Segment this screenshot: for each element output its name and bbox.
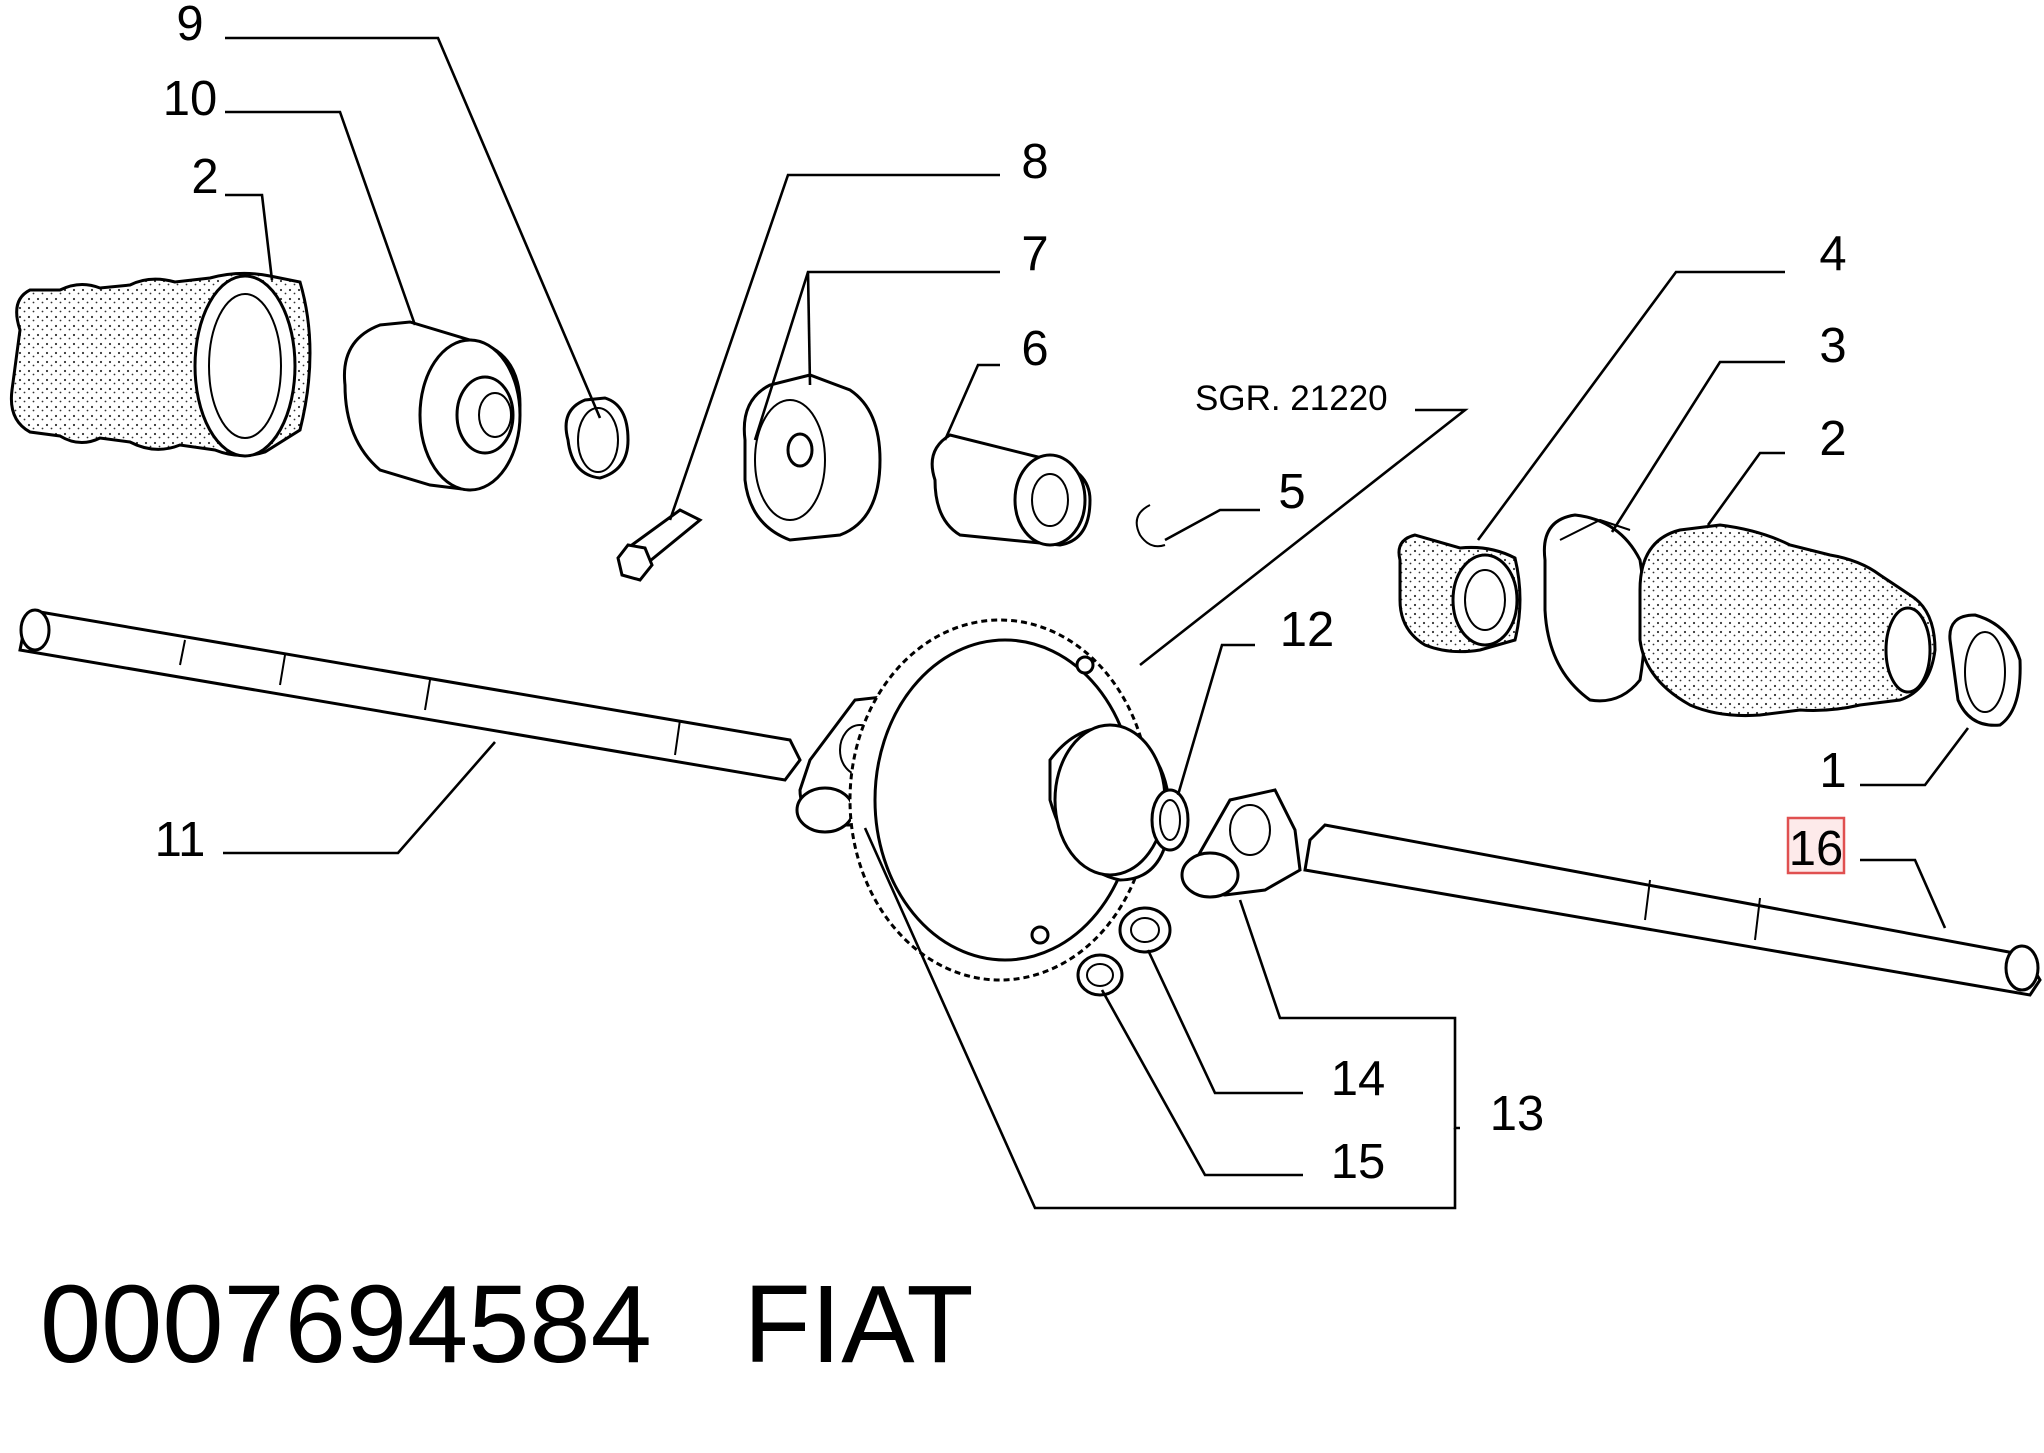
callout-6: 6: [1021, 322, 1048, 376]
footer-caption: 0007694584 FIAT: [40, 1270, 974, 1380]
leader-16: [1860, 858, 1947, 929]
leader-11: [223, 741, 496, 855]
leader-4: [1476, 270, 1785, 541]
left-axle-shaft-part: [18, 608, 802, 782]
clip-part: [564, 396, 630, 480]
callout-15: 15: [1331, 1135, 1386, 1189]
callout-1: 1: [1819, 744, 1846, 798]
crown-gear-part: [848, 618, 1172, 982]
callout-12: 12: [1280, 603, 1335, 657]
leader-lines: [223, 36, 1970, 1210]
right-differential-gear-part: [1180, 788, 1302, 899]
leader-10: [225, 110, 417, 326]
left-boot-part: [9, 271, 312, 458]
snap-ring-part: [1135, 504, 1166, 548]
leader-14: [1146, 949, 1303, 1095]
leader-13b: [863, 827, 1457, 1210]
leader-13: [1238, 899, 1460, 1130]
callout-9: 9: [176, 0, 203, 51]
leader-6: [943, 363, 1000, 441]
ring-15-part: [1076, 953, 1124, 997]
leader-9: [225, 36, 602, 419]
leader-sgr: [1139, 408, 1469, 667]
ring-14-part: [1118, 906, 1172, 954]
bearing-part: [742, 373, 882, 542]
right-small-boot-part: [1397, 533, 1522, 654]
callout-16: 16: [1789, 822, 1844, 876]
bushing-part: [930, 433, 1092, 547]
leader-2a: [225, 193, 274, 281]
callout-5: 5: [1278, 465, 1305, 519]
clamp-band-part: [1542, 513, 1647, 703]
callout-4: 4: [1819, 227, 1846, 281]
leader-3: [1610, 360, 1785, 533]
brand-name: FIAT: [743, 1263, 974, 1386]
leader-7b: [806, 271, 812, 386]
callout-13: 13: [1490, 1087, 1545, 1141]
leader-2b: [1706, 451, 1785, 526]
leader-1: [1860, 727, 1970, 787]
part-number: 0007694584: [40, 1263, 652, 1386]
leader-8: [668, 173, 1000, 521]
callout-3: 3: [1819, 319, 1846, 373]
right-axle-shaft-part: [1303, 823, 2042, 997]
leader-12: [1176, 643, 1255, 796]
callout-10: 10: [163, 72, 218, 126]
callout-8: 8: [1021, 135, 1048, 189]
highlight-box-16: [1786, 816, 1846, 875]
leader-5: [1164, 508, 1260, 542]
right-large-boot-part: [1638, 523, 1937, 718]
callout-labels: 9 10 2 8 7 6 SGR. 21220 5 4 3 2 12 1 16 …: [155, 0, 1847, 1189]
bolt-part: [616, 508, 703, 582]
leader-15: [1100, 989, 1303, 1177]
callout-11: 11: [155, 813, 206, 867]
joint-housing-part: [342, 320, 522, 492]
small-clamp-part: [1948, 613, 2022, 727]
callout-2-right: 2: [1819, 412, 1846, 466]
group-reference: SGR. 21220: [1195, 379, 1388, 418]
callout-2-left: 2: [191, 150, 218, 204]
callout-7: 7: [1021, 227, 1048, 281]
callout-14: 14: [1331, 1052, 1386, 1106]
ring-12-part: [1150, 788, 1190, 852]
